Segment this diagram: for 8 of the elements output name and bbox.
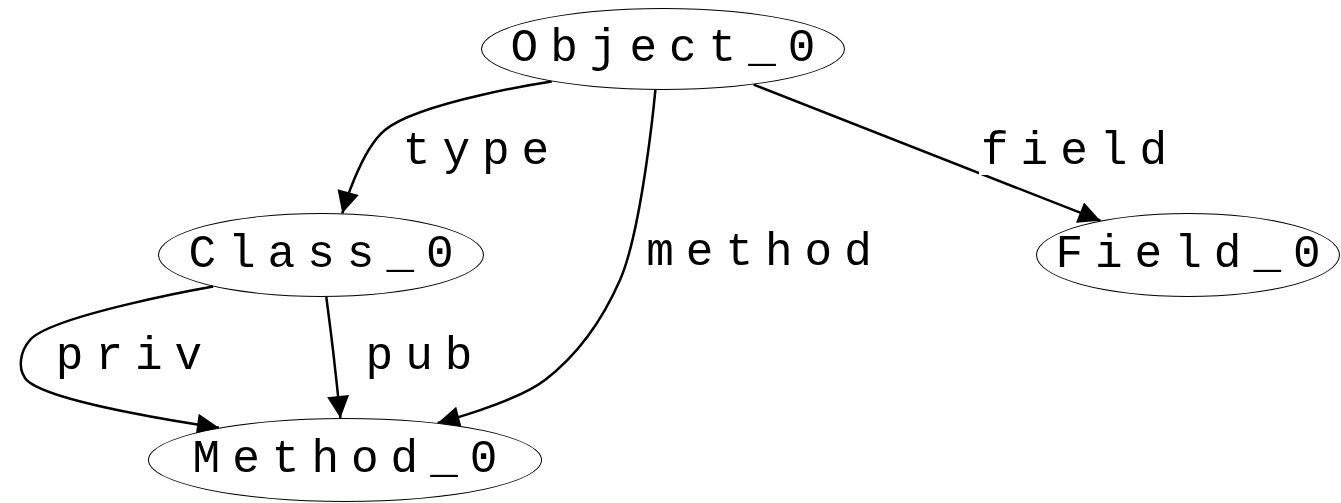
arrow	[753, 83, 1101, 223]
node-label: Method_0	[192, 437, 510, 483]
node-label: Field_0	[1055, 232, 1333, 278]
node-label: Class_0	[188, 232, 466, 278]
arrow	[437, 89, 657, 428]
arrow	[325, 296, 350, 419]
node-label: Object_0	[510, 26, 828, 72]
arrow	[337, 80, 552, 214]
